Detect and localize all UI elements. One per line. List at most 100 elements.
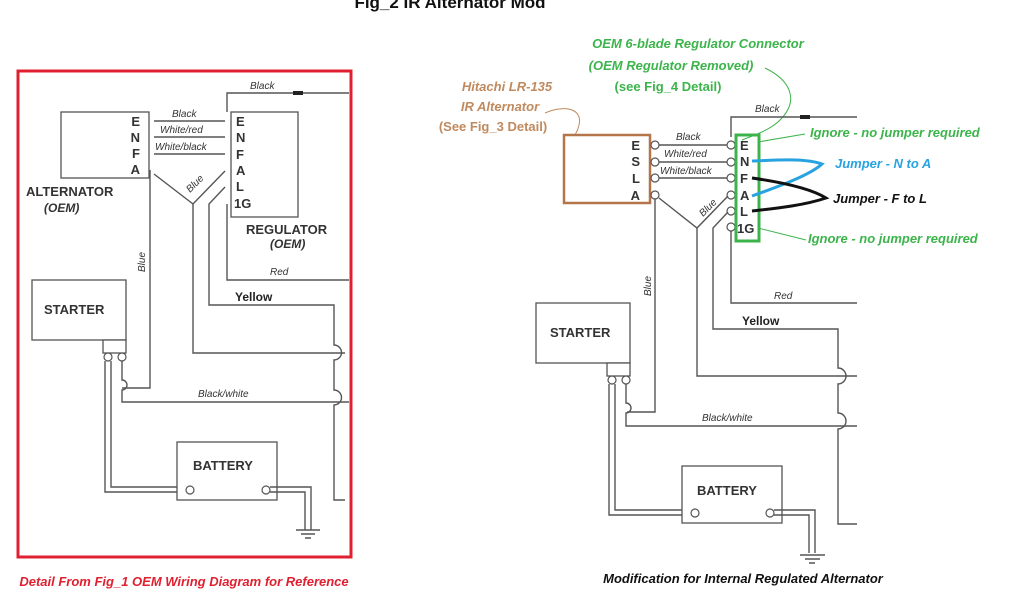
- conn-pin-f: F: [740, 171, 748, 186]
- annotation-jumper-n-a: Jumper - N to A: [835, 156, 931, 171]
- oem-starter-label: STARTER: [44, 302, 105, 317]
- oem-starter-box: [31, 279, 127, 341]
- starter-terminal-block: [606, 362, 631, 377]
- conn-pin-l: L: [740, 204, 748, 219]
- label-black-top: Black: [250, 81, 275, 92]
- ir-alt-terminal: [650, 173, 660, 183]
- wire-red: [730, 231, 857, 304]
- wire-battery-positive: [104, 361, 185, 493]
- connector-terminal: [726, 173, 736, 183]
- label-blue-diag: Blue: [184, 173, 206, 195]
- ir-alt-pin-s: S: [631, 154, 640, 169]
- reg-pin-n: N: [236, 130, 245, 145]
- ir-alt-callout-line3: (See Fig_3 Detail): [439, 119, 547, 134]
- oem-alternator-label: ALTERNATOR: [26, 184, 114, 199]
- oem-alternator-sub: (OEM): [44, 201, 79, 215]
- wire-yellow: [712, 211, 857, 525]
- label-blue-vert: Blue: [643, 276, 654, 296]
- label-black-white: Black/white: [198, 389, 249, 400]
- fuse-mark: [800, 115, 810, 119]
- ignore-e-leader: [757, 133, 806, 143]
- wire-battery-positive: [608, 384, 690, 516]
- label-yellow: Yellow: [235, 290, 273, 304]
- wire-blue-vertical: [122, 170, 151, 389]
- ir-alt-callout-line2: IR Alternator: [461, 99, 540, 114]
- ir-alt-terminal: [650, 140, 660, 150]
- label-blue-vert: Blue: [137, 252, 148, 272]
- label-white-red: White/red: [160, 125, 203, 136]
- starter-terminal: [117, 352, 127, 362]
- left-panel-oem-reference: Black E N F A ALTERNATOR (OEM) E N F A L…: [16, 69, 353, 589]
- wire-black-top: [226, 92, 349, 112]
- oem-regulator-sub: (OEM): [270, 237, 305, 251]
- ir-alt-pin-a: A: [631, 188, 641, 203]
- right-caption: Modification for Internal Regulated Alte…: [603, 571, 884, 586]
- conn-pin-e: E: [740, 138, 749, 153]
- ignore-1g-leader: [757, 227, 807, 241]
- annotation-ignore-1g: Ignore - no jumper required: [808, 231, 979, 246]
- wire-ground: [774, 509, 816, 553]
- battery-label: BATTERY: [697, 483, 757, 498]
- annotation-jumper-f-l: Jumper - F to L: [833, 191, 927, 206]
- label-white-black: White/black: [155, 142, 208, 153]
- connector-terminal: [726, 157, 736, 167]
- label-black-top: Black: [755, 104, 780, 115]
- ir-alt-pin-e: E: [631, 138, 640, 153]
- annotation-ignore-e: Ignore - no jumper required: [810, 125, 981, 140]
- label-black: Black: [172, 109, 197, 120]
- connector-terminal: [726, 140, 736, 150]
- label-white-red: White/red: [664, 149, 707, 160]
- ir-alt-pin-l: L: [632, 171, 640, 186]
- connector-terminal: [726, 190, 736, 200]
- jumper-f-to-l: [751, 176, 830, 213]
- wire-yellow: [208, 186, 345, 501]
- oem-alternator-box: [60, 111, 150, 179]
- oem-regulator-box: [230, 111, 299, 218]
- reference-frame: [16, 69, 353, 559]
- reg-pin-1g: 1G: [234, 196, 251, 211]
- wire-blue-trunk: [192, 204, 345, 354]
- ir-alt-terminal: [650, 190, 660, 200]
- battery-terminal-positive: [690, 508, 700, 518]
- battery-terminal-negative: [765, 508, 775, 518]
- reg-pin-a: A: [236, 163, 246, 178]
- alt-pin-a: A: [131, 162, 141, 177]
- connector-callout-line2: (OEM Regulator Removed): [589, 58, 754, 73]
- wire-black-top: [730, 116, 857, 137]
- conn-pin-1g: 1G: [737, 221, 754, 236]
- conn-pin-n: N: [740, 154, 749, 169]
- conn-pin-a: A: [740, 188, 750, 203]
- right-panel-modification: Hitachi LR-135 IR Alternator (See Fig_3 …: [439, 36, 981, 586]
- reg-pin-e: E: [236, 114, 245, 129]
- battery-terminal-negative: [261, 485, 271, 495]
- wire-red: [226, 204, 349, 281]
- jumper-n-to-a: [751, 158, 825, 198]
- ir-alternator-box: [562, 133, 652, 205]
- starter-box: [535, 302, 631, 364]
- alt-pin-f: F: [132, 146, 140, 161]
- fuse-mark: [293, 91, 303, 95]
- alt-pin-e: E: [131, 114, 140, 129]
- wire-blue-vertical: [627, 199, 656, 413]
- regulator-connector-box: [734, 133, 761, 243]
- wire-blue-trunk: [696, 228, 857, 377]
- ground-icon: [296, 529, 320, 539]
- harness-wires: [659, 144, 728, 179]
- ground-icon: [800, 554, 825, 564]
- connector-terminal: [726, 222, 736, 232]
- left-caption: Detail From Fig_1 OEM Wiring Diagram for…: [19, 574, 348, 589]
- label-yellow: Yellow: [742, 314, 780, 328]
- label-red: Red: [774, 291, 793, 302]
- ir-alt-callout-line1: Hitachi LR-135: [462, 79, 553, 94]
- oem-battery-label: BATTERY: [193, 458, 253, 473]
- battery-terminal-positive: [185, 485, 195, 495]
- wire-ground: [270, 486, 312, 530]
- starter-terminal: [103, 352, 113, 362]
- alt-pin-n: N: [131, 130, 140, 145]
- starter-terminal: [607, 375, 617, 385]
- reg-pin-f: F: [236, 147, 244, 162]
- ir-alt-leader: [544, 108, 581, 136]
- reg-pin-l: L: [236, 179, 244, 194]
- harness-wires: [154, 120, 225, 155]
